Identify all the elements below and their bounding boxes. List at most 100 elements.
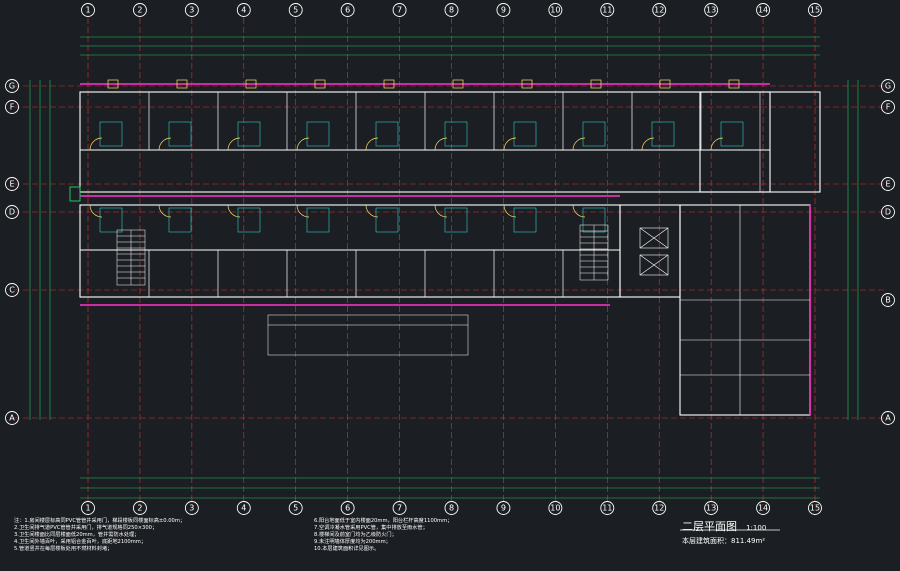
drawing-title-block: 二层平面图 1:100 xyxy=(682,515,766,534)
svg-text:12: 12 xyxy=(654,504,664,513)
svg-text:13: 13 xyxy=(706,6,716,15)
svg-text:D: D xyxy=(885,208,891,217)
grid-lines-vertical xyxy=(87,18,816,505)
grid-axis-bubble: 9 xyxy=(496,3,511,17)
toilet-fixture xyxy=(513,121,537,147)
accent-lines xyxy=(80,83,811,415)
door-swing xyxy=(89,204,103,218)
window-mark xyxy=(521,79,533,89)
toilet-fixture xyxy=(99,121,123,147)
toilet-fixture xyxy=(168,121,192,147)
grid-axis-bubble: 5 xyxy=(288,501,303,515)
dimension-lines-top xyxy=(80,36,820,56)
svg-text:13: 13 xyxy=(706,504,716,513)
svg-text:G: G xyxy=(9,82,15,91)
grid-axis-bubble: 7 xyxy=(392,501,407,515)
svg-text:14: 14 xyxy=(758,504,768,513)
svg-text:6: 6 xyxy=(345,504,350,513)
grid-axis-bubble: G xyxy=(5,79,19,93)
toilet-fixture xyxy=(99,207,123,233)
grid-axis-bubble: 12 xyxy=(652,501,667,515)
svg-text:5: 5 xyxy=(293,504,298,513)
window-mark xyxy=(107,79,119,89)
area-block: 本层建筑面积：811.49m² xyxy=(682,536,765,546)
svg-text:5: 5 xyxy=(293,6,298,15)
grid-axis-bubble: 15 xyxy=(808,501,822,515)
tower-rooms xyxy=(680,92,810,415)
svg-text:14: 14 xyxy=(758,6,768,15)
grid-axis-bubble: 13 xyxy=(704,3,719,17)
door-swing xyxy=(503,137,517,151)
svg-text:6: 6 xyxy=(345,6,350,15)
window-mark xyxy=(590,79,602,89)
grid-axis-bubble: 4 xyxy=(236,3,251,17)
note-line: 6.阳台地面低于室内楼面20mm，阳台栏杆高度1100mm； xyxy=(314,518,453,524)
grid-axis-bubble: 4 xyxy=(236,501,251,515)
area-value: 811.49m² xyxy=(731,537,766,545)
window-mark xyxy=(452,79,464,89)
toilet-fixture xyxy=(237,121,261,147)
note-line: 7.空调冷凝水管采用PVC管，集中排放至雨水管； xyxy=(314,525,428,531)
svg-text:E: E xyxy=(885,180,890,189)
toilet-fixture xyxy=(513,207,537,233)
toilet-fixture xyxy=(375,207,399,233)
notes-left: 注：1.房间楼层标高同PVC管管井采用门，梯段楼板同楼面标高±0.00m； 2.… xyxy=(14,518,185,553)
svg-text:9: 9 xyxy=(501,6,506,15)
elevator-shafts xyxy=(639,227,669,276)
grid-axis-bubble: G xyxy=(881,79,895,93)
note-line: 2.卫生间排气道PVC管管井采用门，排气道规格同250×300； xyxy=(14,525,158,531)
note-line: 9.未注明墙体厚度均为200mm； xyxy=(314,539,391,545)
svg-text:F: F xyxy=(10,103,15,112)
grid-axis-bubble: 5 xyxy=(288,3,303,17)
svg-text:F: F xyxy=(886,103,891,112)
stair-right xyxy=(579,224,609,281)
bathroom-fixtures xyxy=(99,121,744,233)
grid-axis-bubble: 12 xyxy=(652,3,667,17)
svg-text:2: 2 xyxy=(137,504,142,513)
door-swing xyxy=(158,204,172,218)
svg-text:C: C xyxy=(9,286,15,295)
grid-axis-bubble: 10 xyxy=(548,501,563,515)
svg-text:1: 1 xyxy=(85,6,90,15)
stair-left xyxy=(116,229,146,286)
svg-text:15: 15 xyxy=(810,504,820,513)
svg-text:A: A xyxy=(885,414,891,423)
grid-axis-bubble: 11 xyxy=(600,501,615,515)
svg-text:D: D xyxy=(9,208,15,217)
toilet-fixture xyxy=(237,207,261,233)
grid-axis-bubble: 3 xyxy=(184,3,199,17)
grid-axis-bubble: F xyxy=(5,100,19,114)
toilet-fixture xyxy=(651,121,675,147)
window-mark xyxy=(245,79,257,89)
grid-axis-bubble: 15 xyxy=(808,3,822,17)
doors xyxy=(89,79,740,218)
svg-text:8: 8 xyxy=(449,504,454,513)
door-swing xyxy=(227,137,241,151)
note-line: 5.管道竖井在每层楼板处用不燃材料封堵； xyxy=(14,546,113,552)
svg-text:9: 9 xyxy=(501,504,506,513)
grid-axis-bubble: E xyxy=(5,177,19,191)
note-line: 10.本层建筑面积详见图示。 xyxy=(314,546,380,552)
grid-axis-bubble: C xyxy=(5,283,19,297)
grid-axis-bubble: D xyxy=(5,205,19,219)
door-swing xyxy=(296,204,310,218)
grid-axis-bubble: D xyxy=(881,205,895,219)
grid-axis-bubble: 9 xyxy=(496,501,511,515)
grid-axis-bubble: F xyxy=(881,100,895,114)
toilet-fixture xyxy=(582,121,606,147)
svg-text:8: 8 xyxy=(449,6,454,15)
svg-text:2: 2 xyxy=(137,6,142,15)
entrance-canopy xyxy=(267,314,469,356)
door-swing xyxy=(365,204,379,218)
grid-axis-bubble: 10 xyxy=(548,3,563,17)
svg-text:15: 15 xyxy=(810,6,820,15)
svg-text:3: 3 xyxy=(189,6,194,15)
toilet-fixture xyxy=(375,121,399,147)
window-mark xyxy=(728,79,740,89)
svg-text:11: 11 xyxy=(602,6,612,15)
grid-axis-bubble: 14 xyxy=(756,501,771,515)
grid-axis-bubble: 2 xyxy=(132,501,147,515)
door-swing xyxy=(227,204,241,218)
